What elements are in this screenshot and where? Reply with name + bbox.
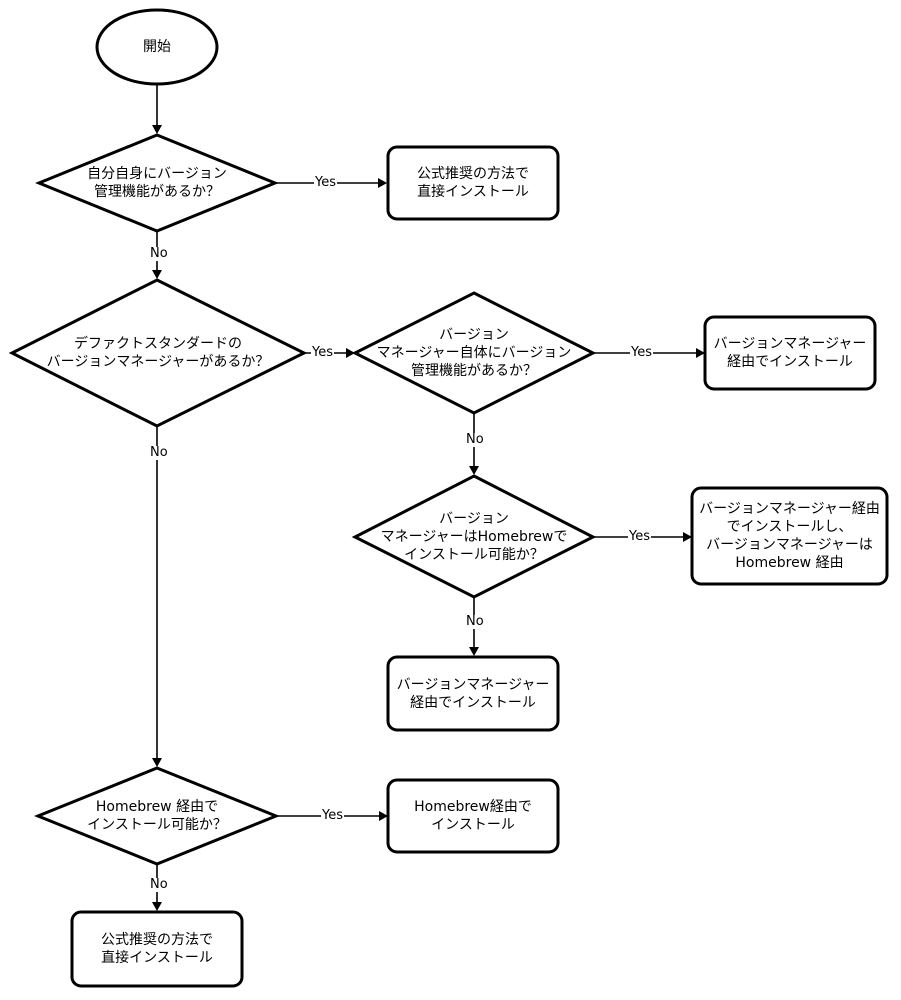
arrowhead [152, 758, 162, 767]
decision-standard-vm-label: デファクトスタンダードの バージョンマネージャーがあるか？ [46, 336, 270, 370]
process-vm-install-top-label: バージョンマネージャー 経由でインストール [713, 336, 867, 370]
process-direct-install-top [386, 145, 560, 221]
process-direct-install-top-label: 公式推奨の方法で 直接インストール [417, 166, 529, 200]
edge-label-no: No [149, 877, 169, 892]
process-direct-install-bottom [70, 910, 244, 988]
decision-vm-homebrew-label: バージョン マネージャーはHomebrewで インストール可能か？ [380, 511, 568, 563]
arrowhead [346, 348, 355, 358]
edge-label-no: No [149, 246, 169, 261]
arrowhead [379, 811, 388, 821]
decision-homebrew [33, 766, 281, 866]
edge-label-yes: Yes [321, 808, 344, 823]
edge-label-no: No [465, 432, 485, 447]
process-vm-homebrew-install [690, 486, 889, 586]
edge-label-no: No [465, 614, 485, 629]
start-ellipse [95, 8, 219, 86]
process-vm-homebrew-install-label: バージョンマネージャー経由 でインストールし、 バージョンマネージャーは Hom… [699, 501, 880, 571]
arrowhead [152, 125, 162, 134]
process-homebrew-install [386, 778, 560, 854]
process-homebrew-install-label: Homebrew経由で インストール [414, 799, 532, 833]
process-vm-install-top [703, 315, 877, 391]
arrowhead [696, 348, 705, 358]
decision-self-versioning-label: 自分自身にバージョン 管理機能があるか？ [87, 166, 227, 200]
process-vm-install-bottom [386, 655, 560, 732]
decision-self-versioning [35, 133, 279, 233]
decision-standard-vm [8, 278, 308, 428]
decision-vm-self-versioning [351, 291, 597, 415]
edge-label-yes: Yes [628, 529, 651, 544]
process-vm-install-bottom-label: バージョンマネージャー 経由でインストール [396, 676, 550, 711]
start-label: 開始 [143, 39, 171, 55]
edge-label-yes: Yes [311, 345, 334, 360]
decision-vm-homebrew [351, 474, 597, 599]
process-direct-install-bottom-label: 公式推奨の方法で 直接インストール [101, 932, 213, 966]
arrowhead [469, 647, 479, 656]
edge-label-no: No [149, 445, 169, 460]
arrowhead [683, 532, 692, 542]
edge-label-yes: Yes [314, 175, 337, 190]
arrowhead [152, 270, 162, 279]
decision-homebrew-label: Homebrew 経由で インストール可能か？ [87, 799, 227, 833]
arrowheads [152, 125, 705, 911]
arrowhead [378, 178, 387, 188]
shapes [8, 8, 889, 988]
arrowhead [152, 902, 162, 911]
decision-vm-self-versioning-label: バージョン マネージャー自体にバージョン 管理機能があるか？ [376, 327, 572, 379]
edge-label-yes: Yes [630, 345, 653, 360]
arrowhead [469, 466, 479, 475]
